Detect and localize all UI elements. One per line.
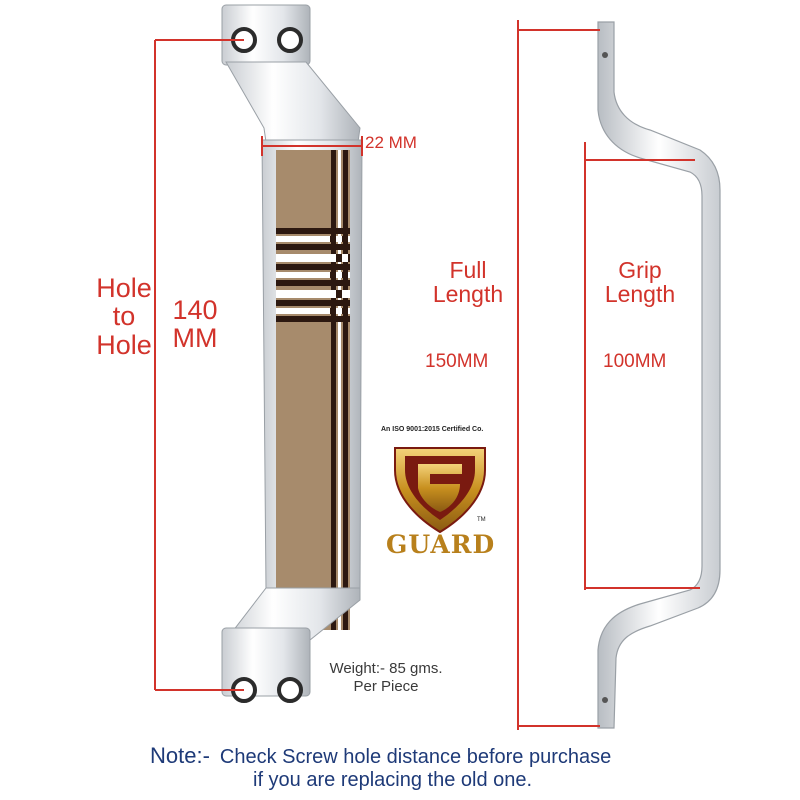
screw-holes <box>231 27 303 703</box>
dimension-lines <box>154 20 700 730</box>
hole-distance-unit: MM <box>172 323 218 354</box>
grip-length-value: 100MM <box>603 351 667 372</box>
note-line-1: Note:- Check Screw hole distance before p… <box>150 744 611 768</box>
side-profile <box>597 21 721 729</box>
top-bend <box>225 61 361 143</box>
weight-line-2: Per Piece <box>353 678 419 695</box>
hole-to-hole-line-1: Hole <box>96 273 152 303</box>
trademark-mark: TM <box>477 517 486 523</box>
inlay-checker <box>330 236 350 314</box>
note-prefix: Note:- <box>150 743 210 768</box>
grip-length-line-2: Length <box>604 281 676 308</box>
hole-to-hole-line-3: Hole <box>96 329 152 360</box>
hole-distance-value: 140 MM <box>166 296 224 353</box>
brand-name: GUARD <box>386 530 496 559</box>
guard-logo <box>384 447 490 562</box>
note-line-2: if you are replacing the old one. <box>253 769 533 791</box>
hole-to-hole-line-2: to <box>112 301 136 332</box>
grip-length-line-1: Grip <box>618 257 662 283</box>
iso-certification: An ISO 9001:2015 Certified Co. <box>381 426 484 433</box>
handle-side-view <box>597 21 721 729</box>
weight-label: Weight:- 85 gms. Per Piece <box>318 660 454 696</box>
grip-length-label: Grip Length <box>592 258 688 306</box>
full-length-value: 150MM <box>425 351 489 372</box>
handle-front-view <box>221 4 363 703</box>
inlay-horizontal-stripes <box>276 228 350 322</box>
full-length-line-2: Length <box>432 281 504 308</box>
weight-line-1: Weight:- 85 gms. <box>329 660 443 677</box>
full-length-line-1: Full <box>449 257 487 283</box>
note-text-1: Check Screw hole distance before purchas… <box>219 746 612 768</box>
hole-distance-number: 140 <box>172 295 218 325</box>
hole-to-hole-label: Hole to Hole <box>76 274 172 359</box>
width-label: 22 MM <box>365 133 417 152</box>
inlay-vertical-stripes <box>331 150 348 630</box>
full-length-label: Full Length <box>420 258 516 306</box>
